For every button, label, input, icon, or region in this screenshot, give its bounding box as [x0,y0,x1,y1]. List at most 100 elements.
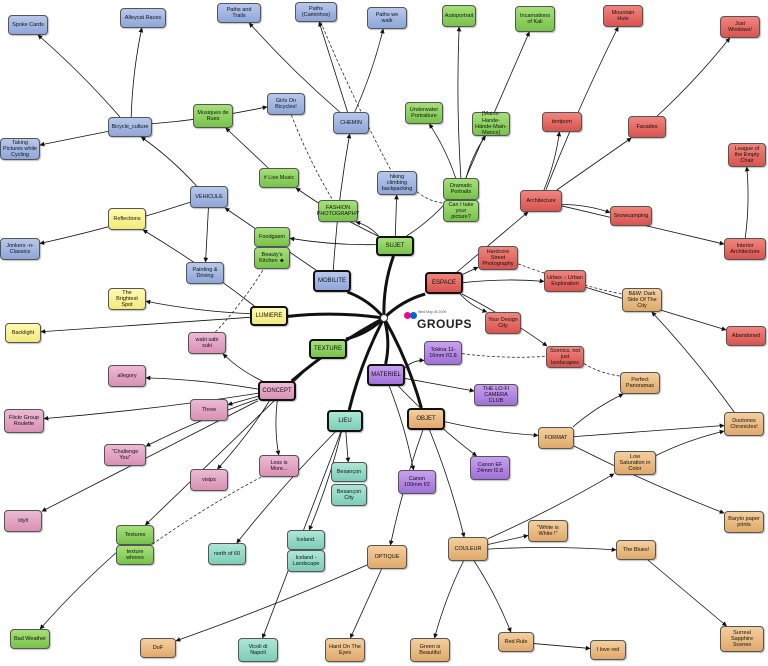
node-fashion-photography[interactable]: FASHION PHOTOGRAPHY [317,200,359,222]
node-three[interactable]: Three [190,399,228,421]
hub-link [287,312,385,320]
node-canon-ef-24mm[interactable]: Canon EF 24mm f2.8 [470,456,510,480]
node-interior-architecture[interactable]: Interior Architecture [724,238,766,260]
arrow-link [236,431,336,544]
node-chemin[interactable]: CHEMIN [333,112,369,134]
node-bad-weather[interactable]: Bad Weather [10,629,50,649]
node-underwater-portraiture[interactable]: Underwater Portraiture [405,102,443,124]
node-concept[interactable]: CONCEPT [258,381,296,401]
node-bicycle-culture[interactable]: Bicycle_culture [108,117,152,137]
groups-title: GROUPS [417,317,473,331]
node-challenge-you[interactable]: "Challenge You" [104,444,146,466]
node-backlight[interactable]: Backlight [5,323,41,343]
arrow-link [456,211,529,273]
node-iceland[interactable]: Iceland. [287,530,325,550]
arrow-link [465,135,486,179]
node-your-design-city[interactable]: Your Design City [485,312,521,334]
node-visips[interactable]: visips [190,469,228,491]
node-i-love-red[interactable]: I love red [590,640,626,660]
node-league-empty-chair[interactable]: League of the Empty Chair [728,143,766,167]
arrow-link [473,560,512,633]
node-texture-whores[interactable]: texture whores [116,545,154,565]
node-red-rule[interactable]: Red Rule [498,632,534,652]
node-allegory[interactable]: allegory [108,365,146,387]
node-iceland-landscape[interactable]: Iceland - Landscape [287,550,325,572]
node-baryta-paper-prints[interactable]: Baryto paper prints [724,511,764,533]
node-jonkers-classics[interactable]: Jonkers -n- Classics [0,238,40,260]
node-dof[interactable]: DoF [140,638,176,658]
node-canon-100mm[interactable]: Canon 100mm f/2 [398,470,436,494]
node-sujet[interactable]: SUJET [376,236,414,256]
node-beautys-kitchen[interactable]: Beauty's Kitchen ☻ [254,247,290,269]
node-optique[interactable]: OPTIQUE [367,545,407,569]
node-perfect-panoramas[interactable]: Perfect Panoramas [620,372,660,394]
node-mountain-huts[interactable]: Mountain Huts [603,5,643,27]
node-materiel[interactable]: MATERIEL [367,364,405,386]
node-spoke-cards[interactable]: Spoke Cards [8,15,48,35]
node-lofi-camera-club[interactable]: THE LO-FI CAMERA CLUB [474,384,518,406]
node-hiking[interactable]: hiking climbing backpacking [377,171,417,195]
node-taking-pictures-cycling[interactable]: Taking Pictures while Cycling [0,138,40,160]
node-tentporn[interactable]: tentporn [542,112,582,132]
node-tokina[interactable]: Tokina 11-16mm f/2.8 [424,341,462,365]
node-paths-caminhos[interactable]: Paths (Caminhos) [295,2,337,22]
node-alleycat-races[interactable]: Alleycat Races [120,8,166,28]
node-besancon[interactable]: Besançon [331,462,367,482]
node-texture[interactable]: TEXTURE [309,339,347,359]
node-paths-and-trails[interactable]: Paths and Trails [217,3,261,23]
node-urban-exploration[interactable]: Urbex :: Urban Exploration [544,270,586,292]
node-hard-on-the-eyes[interactable]: Hard On The Eyes [325,638,365,662]
node-wabi-sabi-suki[interactable]: wabi sabi suki [188,332,226,354]
arrow-link [647,559,727,627]
node-the-blues[interactable]: The Blues! [616,540,656,560]
node-white-is-white[interactable]: "White is White !" [528,520,568,542]
hub-link [382,255,395,319]
node-musiques-de-rues[interactable]: Musiques de Rues [193,104,233,128]
node-low-saturation[interactable]: Low Saturation in Color [614,451,656,475]
node-facades[interactable]: Facades [628,116,666,138]
arrow-link [248,22,341,113]
node-brightest-spot[interactable]: The Brightest Spot [108,288,146,310]
node-snowcamping[interactable]: Snowcamping [610,206,652,226]
node-espace[interactable]: ESPACE [425,272,463,294]
node-can-i-take-picture[interactable]: Can I take your picture? [443,200,479,222]
node-duotones-chronicles[interactable]: Duotones Chronicles! [724,412,764,436]
node-vehicule[interactable]: VEHICULE [190,186,228,208]
node-hardcore-street[interactable]: Hardcore Street Photography [478,246,518,270]
node-vicoli-di-napoli[interactable]: Vicoli di Napoli [238,638,278,662]
node-painting-driving[interactable]: Painting & Driving [186,262,224,284]
node-couleur[interactable]: COULEUR [448,537,488,561]
node-live-music[interactable]: # Live Music [259,168,299,188]
node-idyll[interactable]: Idyll [4,510,42,532]
arrow-link [429,123,457,179]
node-just-windows[interactable]: Just Windows! [720,16,760,38]
node-mains-hande[interactable]: [Mains-Hande-Hände-Main-Mancs] [472,111,510,136]
node-paths-we-walk[interactable]: Paths we walk [367,7,407,29]
node-north-of-60[interactable]: north of 60 [208,543,246,565]
node-bw-dark-side[interactable]: B&W: Dark Side Of The City [622,288,662,312]
node-abandoned[interactable]: Abandoned [726,326,766,346]
node-girls-on-bicycles[interactable]: Girls On Bicycles! [267,93,305,115]
node-less-is-more[interactable]: Less is More... [259,455,299,477]
node-lumiere[interactable]: LUMIERE [250,306,288,326]
node-foodgasm[interactable]: Foodgasm [254,227,290,247]
arrow-link [345,431,351,463]
node-lieu[interactable]: LIEU [327,410,363,432]
node-reflections[interactable]: Reflections [108,208,146,230]
node-green-is-beautiful[interactable]: Green is Beautiful [410,638,450,662]
node-architecture[interactable]: Architecture [520,190,562,212]
node-mobilite[interactable]: MOBILITE [313,270,351,292]
node-surreal-sapphire[interactable]: Surreal Sapphire Scenes [720,626,764,652]
arrow-link [394,194,399,237]
arrow-link [37,34,121,118]
node-objet[interactable]: OBJET [407,408,445,430]
node-autoportrait[interactable]: Autoportrait [442,5,476,27]
node-dramatic-portraits[interactable]: Dramatic Portraits [443,178,479,200]
arrow-link [217,400,270,470]
node-scenics[interactable]: Scenics, not just landscapes [546,346,584,368]
node-textures[interactable]: Textures [116,525,154,545]
node-flickr-group-roulette[interactable]: Flickr Group Roulette [4,409,44,433]
node-besancon-city[interactable]: Besançon City [331,484,367,506]
node-incarnations-kali[interactable]: Incarnations of Kali [515,6,555,32]
node-format[interactable]: FORMAT [538,427,574,449]
